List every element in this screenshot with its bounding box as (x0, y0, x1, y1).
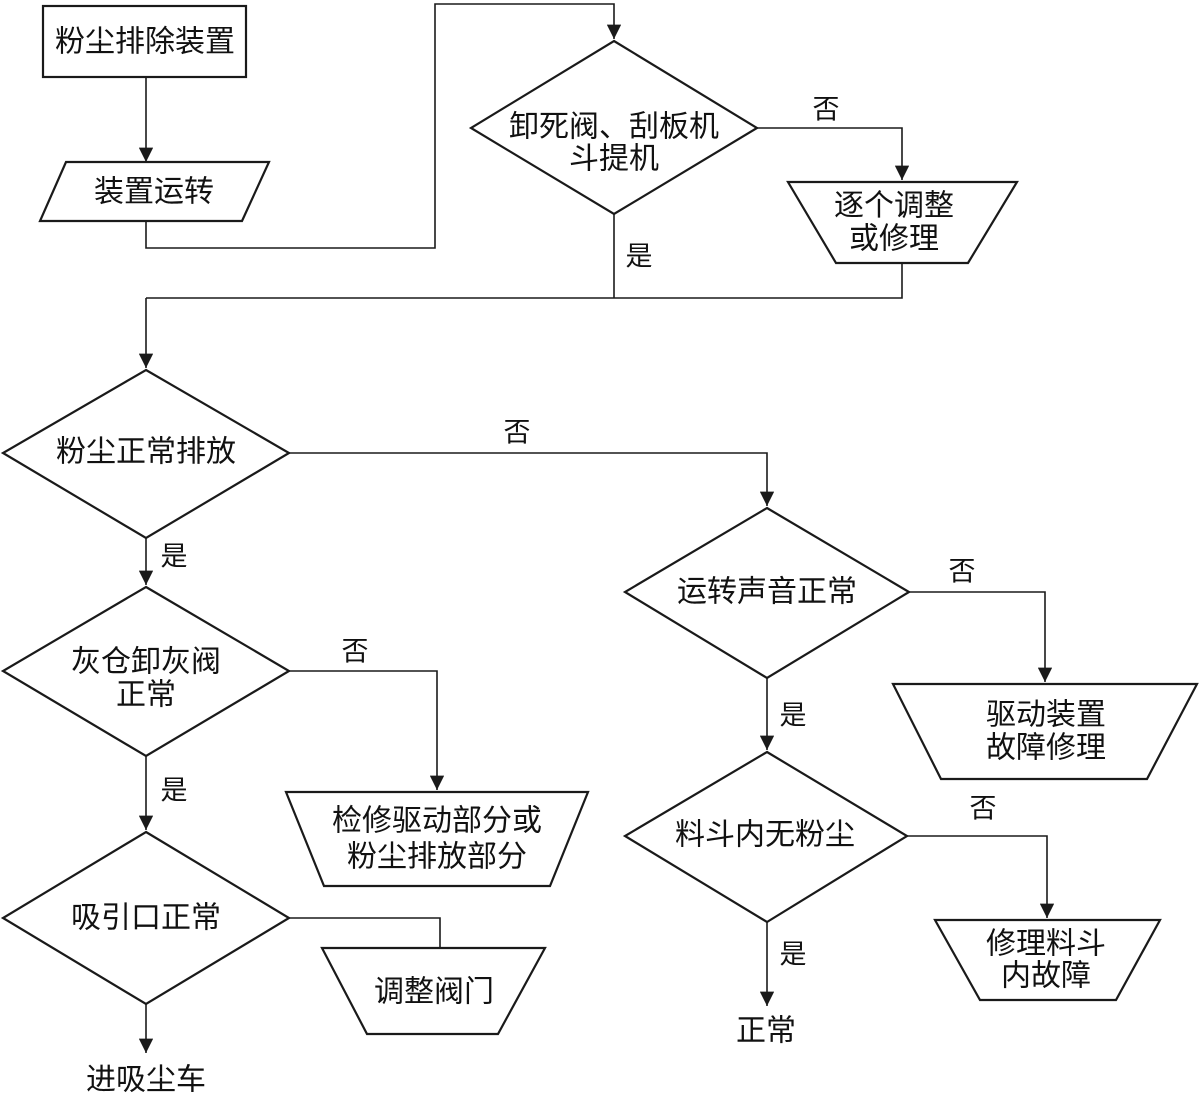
label-sound-no: 否 (949, 557, 976, 588)
edge-labels: 否 是 否 是 否 是 否 是 否 是 (161, 95, 997, 971)
edge-ash-valve-no (289, 670, 445, 790)
svg-text:吸引口正常: 吸引口正常 (71, 901, 221, 936)
svg-text:逐个调整: 逐个调整 (834, 189, 954, 224)
svg-text:故障修理: 故障修理 (986, 731, 1106, 766)
svg-text:正常: 正常 (736, 1014, 796, 1049)
node-repair-drive-or-discharge: 检修驱动部分或 粉尘排放部分 (284, 790, 590, 888)
svg-text:粉尘排放部分: 粉尘排放部分 (347, 840, 527, 875)
node-drive-fault-repair: 驱动装置 故障修理 (891, 682, 1199, 781)
svg-text:粉尘排除装置: 粉尘排除装置 (55, 25, 235, 60)
svg-text:内故障: 内故障 (1001, 959, 1091, 994)
connectors (138, 3, 1055, 1053)
svg-text:驱动装置: 驱动装置 (986, 698, 1106, 733)
node-repair-hopper-fault: 修理料斗 内故障 (933, 918, 1162, 1002)
label-valve-check-no: 否 (813, 95, 840, 126)
svg-text:修理料斗: 修理料斗 (986, 927, 1106, 962)
node-adjust-or-repair: 逐个调整 或修理 (786, 180, 1019, 265)
svg-text:检修驱动部分或: 检修驱动部分或 (332, 804, 542, 839)
edge-running-to-valve-check (145, 3, 622, 249)
node-to-vacuum-truck: 进吸尘车 (86, 1063, 206, 1098)
node-device-running: 装置运转 (38, 160, 271, 223)
svg-text:装置运转: 装置运转 (94, 175, 214, 210)
label-sound-yes: 是 (780, 701, 807, 732)
svg-text:斗提机: 斗提机 (569, 142, 659, 177)
svg-text:料斗内无粉尘: 料斗内无粉尘 (675, 818, 855, 853)
node-normal-end: 正常 (736, 1014, 796, 1049)
node-ash-valve-normal: 灰仓卸灰阀 正常 (0, 585, 292, 758)
label-dust-normal-yes: 是 (161, 542, 188, 573)
node-running-sound-normal: 运转声音正常 (622, 506, 912, 680)
svg-text:或修理: 或修理 (849, 222, 939, 257)
svg-text:正常: 正常 (116, 678, 176, 713)
label-valve-check-yes: 是 (626, 242, 653, 273)
label-hopper-yes: 是 (780, 940, 807, 971)
node-dust-normal-discharge: 粉尘正常排放 (0, 368, 292, 540)
edge-adjust-repair-merge (146, 263, 903, 299)
svg-text:调整阀门: 调整阀门 (374, 975, 494, 1010)
edge-valve-check-no (757, 127, 910, 180)
edge-dust-normal-no (289, 452, 775, 506)
svg-text:灰仓卸灰阀: 灰仓卸灰阀 (71, 645, 221, 680)
svg-text:粉尘正常排放: 粉尘正常排放 (56, 435, 236, 470)
svg-text:进吸尘车: 进吸尘车 (86, 1063, 206, 1098)
edge-suction-adjust-line (289, 917, 441, 948)
node-dust-removal-device: 粉尘排除装置 (41, 4, 248, 79)
edge-sound-no (909, 591, 1053, 682)
label-ash-valve-no: 否 (342, 637, 369, 668)
node-adjust-valve: 调整阀门 (320, 946, 547, 1036)
edge-hopper-no (907, 835, 1055, 918)
label-ash-valve-yes: 是 (161, 776, 188, 807)
svg-text:运转声音正常: 运转声音正常 (677, 575, 857, 610)
node-hopper-no-dust: 料斗内无粉尘 (622, 750, 910, 924)
label-hopper-no: 否 (970, 794, 997, 825)
node-suction-port-normal: 吸引口正常 (0, 830, 292, 1006)
svg-text:卸死阀、刮板机: 卸死阀、刮板机 (509, 110, 719, 145)
label-dust-normal-no: 否 (504, 418, 531, 449)
node-valve-conveyor-check: 卸死阀、刮板机 斗提机 (468, 39, 760, 216)
